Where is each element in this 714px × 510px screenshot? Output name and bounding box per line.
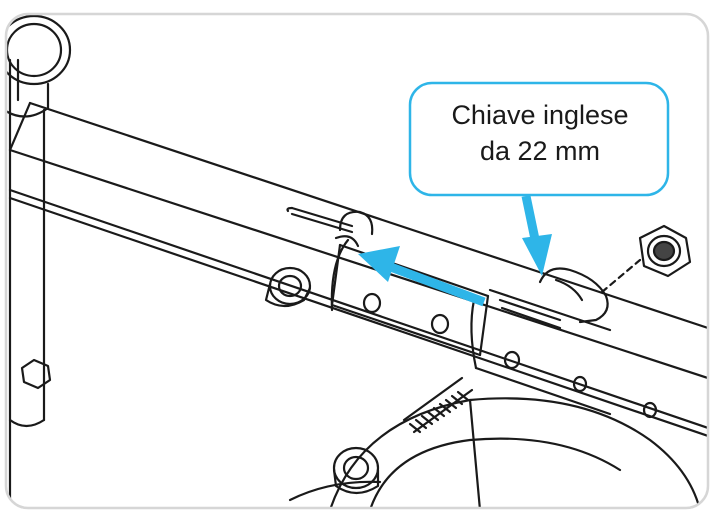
bolt-head-left bbox=[264, 266, 312, 308]
callout-bubble bbox=[408, 81, 670, 197]
tube-slot bbox=[286, 206, 354, 234]
frame-border bbox=[4, 12, 710, 510]
bolt-head-bottom bbox=[332, 446, 380, 495]
arrow-down-icon bbox=[521, 195, 552, 276]
knob-top-left bbox=[338, 210, 374, 236]
callout-line-2: da 22 mm bbox=[479, 136, 601, 166]
sleeve-collar bbox=[470, 288, 612, 416]
tube-holes bbox=[362, 292, 658, 419]
lower-housing bbox=[288, 397, 702, 508]
callout-line-1: Chiave inglese bbox=[451, 100, 629, 130]
knob-right bbox=[538, 267, 609, 324]
main-tube bbox=[8, 101, 708, 440]
arrow-left-icon bbox=[358, 246, 486, 307]
vertical-post bbox=[8, 58, 46, 507]
callout-label: Chiave inglese da 22 mm bbox=[412, 97, 668, 169]
small-nut bbox=[20, 358, 52, 390]
assembly-line bbox=[600, 258, 642, 294]
threaded-bolt bbox=[402, 376, 474, 434]
hex-nut bbox=[638, 224, 692, 278]
